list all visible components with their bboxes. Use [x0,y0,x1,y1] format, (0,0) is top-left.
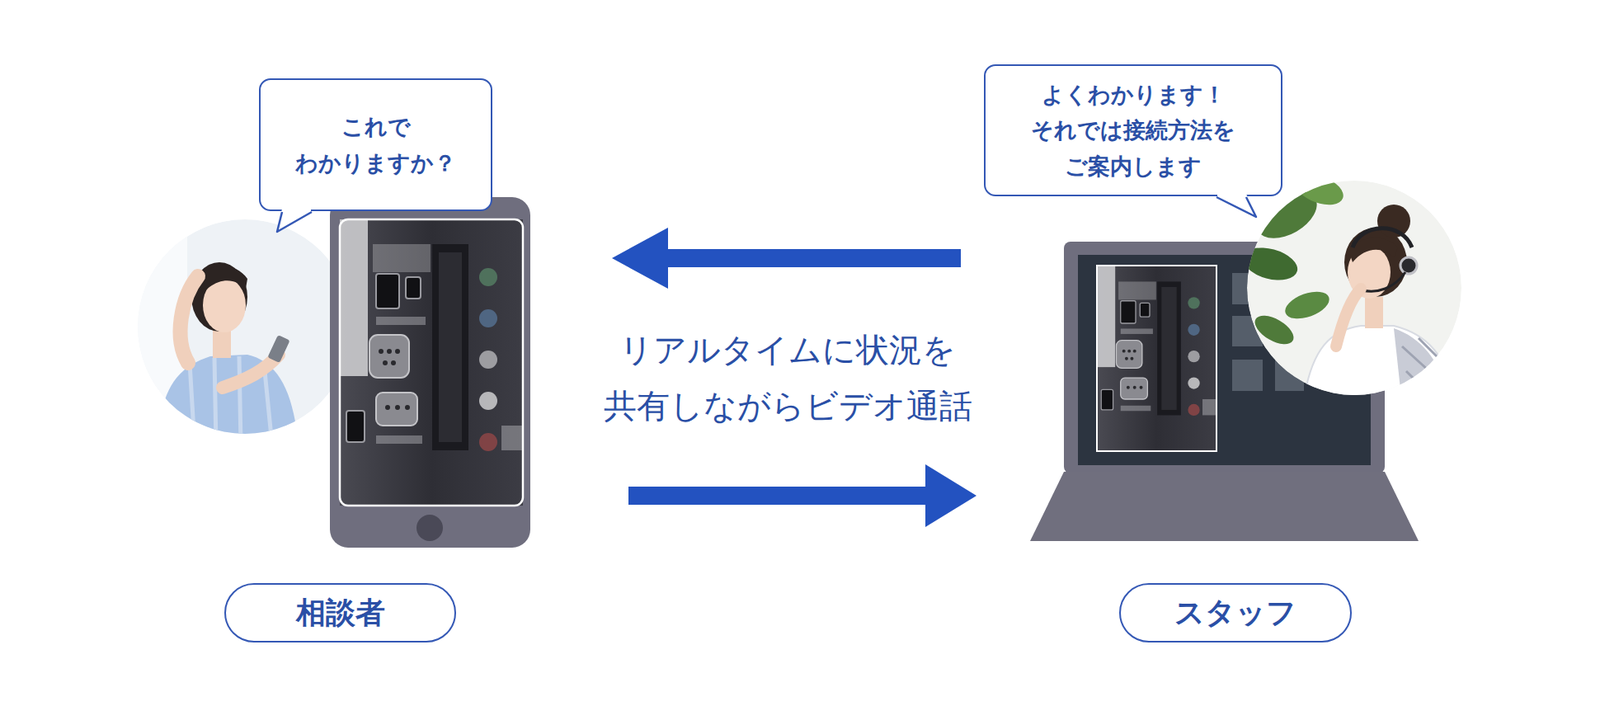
speech-text: よくわかります！ それでは接続方法を ご案内します [1003,76,1263,184]
leaf [1250,310,1299,351]
arrow-head-left [611,227,669,289]
neck [212,328,231,358]
hand [1336,288,1361,347]
speech-bubble: これで わかりますか？ [258,78,493,212]
shirt [156,354,299,446]
blouse [1303,325,1456,405]
phone-screen-frame [339,219,523,506]
arrow-shaft-left [666,249,961,268]
role-label: 相談者 [296,593,386,633]
laptop-shared-image [1096,265,1217,452]
consultant-person [137,219,353,446]
hair-bun [1377,204,1411,238]
arrow-head-right [925,464,977,528]
role-pill: 相談者 [224,583,457,643]
leaf [1281,286,1333,324]
tail-gap [282,208,311,213]
tail-fill [1216,193,1257,217]
handset [267,334,290,363]
tail-outline [277,211,312,232]
speech-tail [983,193,1314,222]
leaf [1291,169,1347,212]
fringe [197,265,248,294]
phone-body [329,197,531,548]
speech-bubble: よくわかります！ それでは接続方法を ご案内します [983,64,1283,197]
headset-mic [1362,272,1406,292]
headset-ear [1400,257,1417,274]
vest-check [1402,338,1452,405]
tail-gap [1217,193,1246,198]
flow-arrows [611,227,977,528]
staff-person [1238,169,1462,405]
arm-phone [222,354,279,388]
laptop-base [1030,471,1419,542]
role-label: スタッフ [1174,593,1297,633]
ui-tile [1232,359,1263,391]
leaf [1238,242,1301,286]
tail-outline [1216,197,1257,217]
vest [1393,328,1452,405]
center-caption: リアルタイムに状況を 共有しながらビデオ通話 [540,321,1036,434]
speech-text: これで わかりますか？ [278,108,473,180]
neck [1364,296,1384,329]
home-button [416,514,443,542]
arrow-shaft-right [628,486,928,505]
arm-raised [180,276,198,363]
speech-tail [258,208,589,237]
role-pill: スタッフ [1119,583,1352,643]
phone-screen-image [339,219,523,506]
headset-band [1352,228,1412,248]
smartphone [329,197,531,548]
laptop-image-frame [1096,265,1217,452]
tail-fill [277,208,312,232]
